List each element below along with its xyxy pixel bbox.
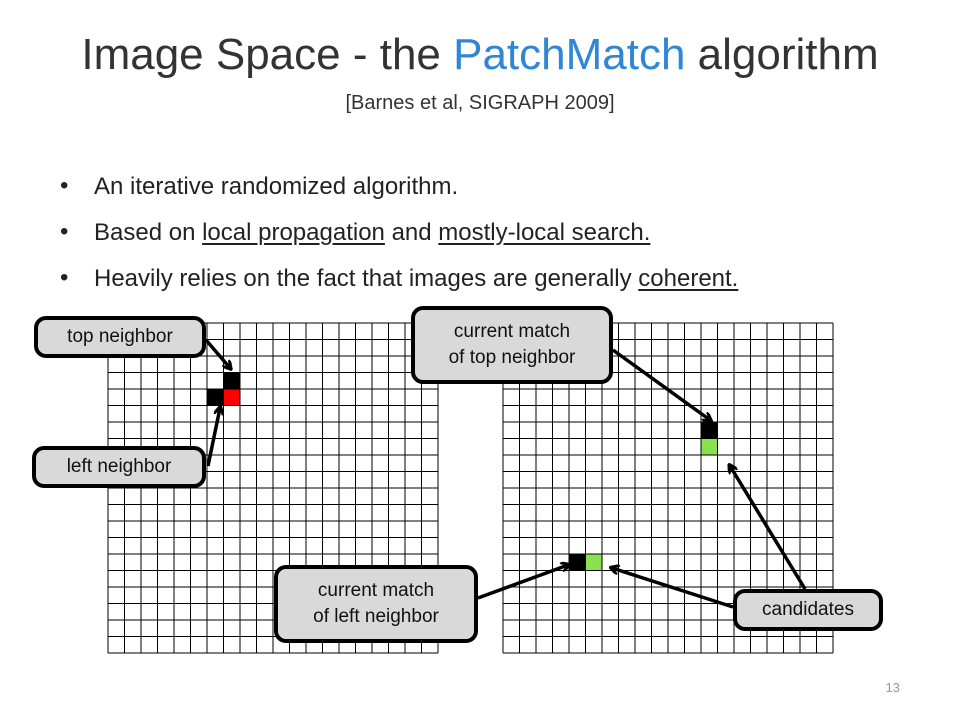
slide-title: Image Space - the PatchMatch algorithm (0, 30, 960, 80)
candidate-pixel-right (585, 553, 603, 571)
current-match-left-callout: current match of left neighbor (274, 565, 478, 643)
underlined-term: local propagation (202, 219, 385, 246)
query-pixel (223, 388, 241, 406)
slide-subtitle: [Barnes et al, SIGRAPH 2009] (345, 92, 615, 114)
title-part1: Image Space - the (81, 30, 454, 79)
bullet-list: An iterative randomized algorithm. Based… (60, 169, 940, 308)
match-of-left-neighbor-pixel (568, 553, 586, 571)
candidates-callout: candidates (733, 589, 883, 631)
candidate-pixel-below (700, 438, 718, 456)
underlined-term: mostly-local search. (438, 219, 651, 246)
title-highlight: PatchMatch (453, 30, 686, 79)
bullet-item: An iterative randomized algorithm. (60, 169, 940, 204)
arrow-candidate-below (730, 466, 807, 590)
bullet-item: Heavily relies on the fact that images a… (60, 261, 940, 296)
underlined-term: coherent. (638, 265, 739, 292)
arrow-current-match-left (477, 565, 568, 600)
match-of-top-neighbor-pixel (700, 421, 718, 439)
title-part2: algorithm (685, 30, 879, 79)
page-number: 13 (885, 680, 900, 695)
left-neighbor-pixel (206, 388, 224, 406)
top-neighbor-pixel (223, 372, 241, 390)
bullet-item: Based on local propagation and mostly-lo… (60, 215, 940, 250)
current-match-top-callout: current match of top neighbor (411, 306, 613, 384)
left-neighbor-callout: left neighbor (32, 446, 206, 488)
top-neighbor-callout: top neighbor (34, 316, 206, 358)
arrow-left-neighbor (206, 408, 220, 467)
arrow-current-match-top (611, 348, 710, 420)
arrow-top-neighbor (204, 338, 230, 368)
arrow-candidate-right (612, 568, 734, 609)
